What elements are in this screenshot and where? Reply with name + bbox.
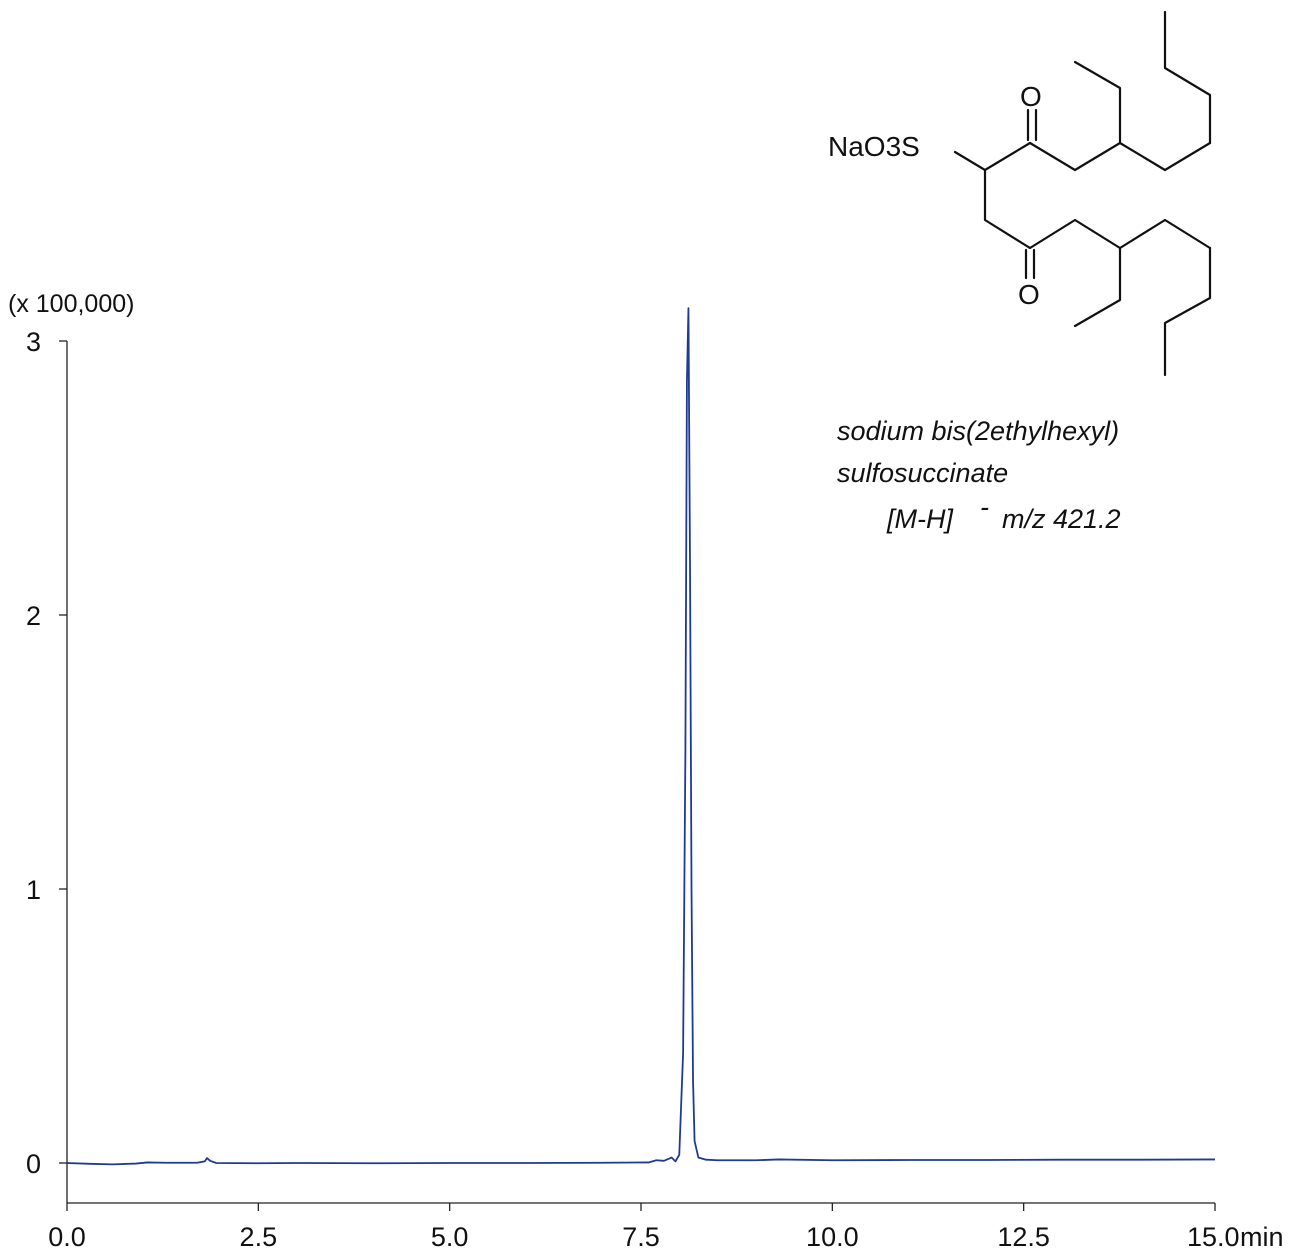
x-tick-label: 10.0 <box>806 1222 859 1252</box>
x-tick-label: 15.0 <box>1187 1222 1240 1252</box>
x-tick-label: 5.0 <box>431 1222 469 1252</box>
sulfonate-group-label: NaO3S <box>828 131 920 162</box>
x-ticks: 0.0 2.5 5.0 7.5 10.0 12.5 15.0 <box>48 1203 1240 1252</box>
x-tick-label: 7.5 <box>622 1222 660 1252</box>
compound-name-line1: sodium bis(2ethylhexyl) <box>837 416 1119 446</box>
x-tick-label: 12.5 <box>997 1222 1050 1252</box>
chromatogram-trace <box>66 307 1216 1166</box>
mz-label: m/z 421.2 <box>1002 504 1121 534</box>
x-tick-label: 0.0 <box>48 1222 86 1252</box>
carbonyl-oxygen-top: O <box>1020 81 1042 112</box>
compound-name-line2: sulfosuccinate <box>837 458 1008 488</box>
x-unit-label: min <box>1240 1222 1284 1252</box>
ion-charge: - <box>980 492 989 522</box>
axes <box>66 341 1215 1204</box>
y-unit-label: (x 100,000) <box>8 290 134 318</box>
y-tick-label: 1 <box>26 875 41 905</box>
y-ticks: 0 1 2 3 <box>26 327 67 1179</box>
ion-label: [M-H] <box>886 504 954 534</box>
y-tick-label: 3 <box>26 327 41 357</box>
y-tick-label: 2 <box>26 601 41 631</box>
chemical-structure <box>953 10 1212 377</box>
carbonyl-oxygen-bottom: O <box>1018 279 1040 310</box>
y-tick-label: 0 <box>26 1149 41 1179</box>
x-tick-label: 2.5 <box>240 1222 278 1252</box>
